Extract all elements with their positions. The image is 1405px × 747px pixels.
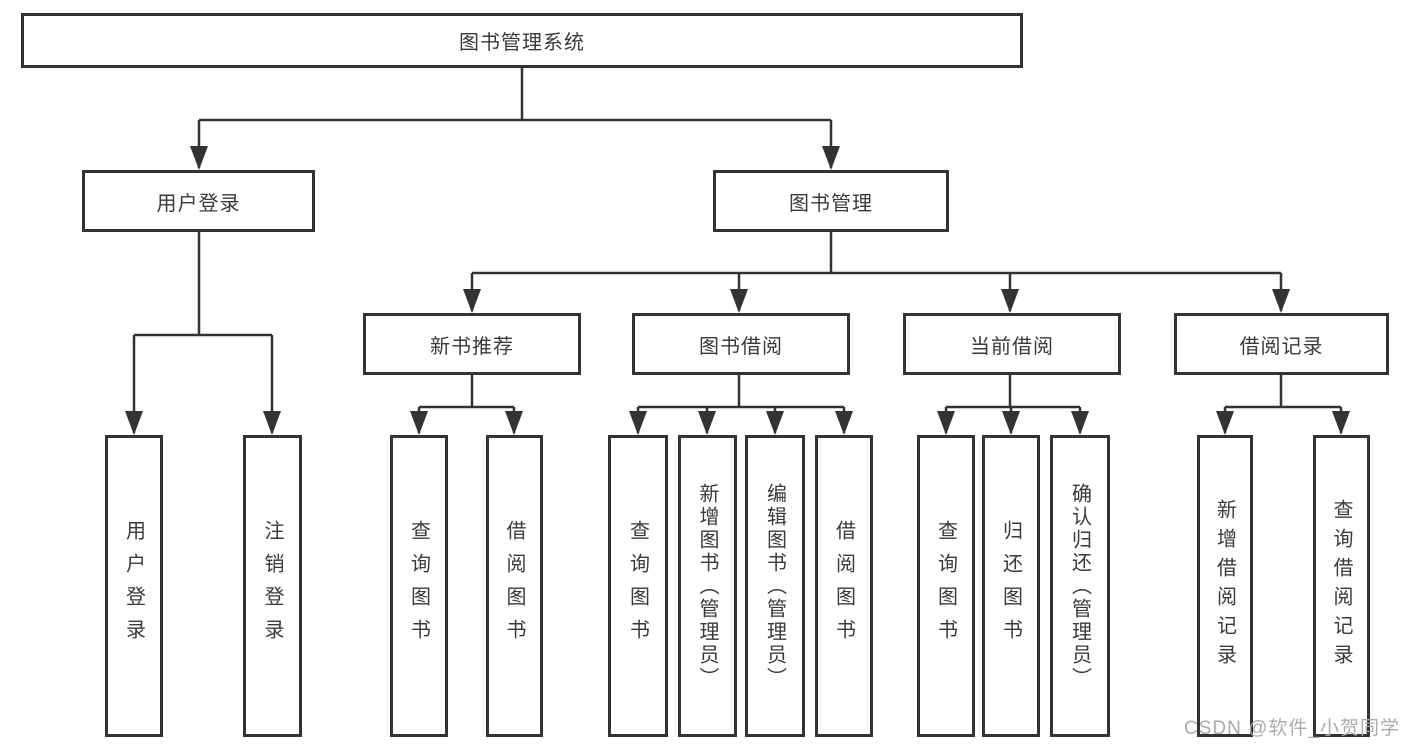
arrowhead-icon <box>505 411 523 435</box>
node-leaf-borrow-books-2: 借阅图书 <box>815 435 873 737</box>
connector-line <box>197 68 833 168</box>
csdn-watermark: CSDN @软件_小贺同学 <box>1184 718 1400 739</box>
connector-line <box>636 375 846 433</box>
connector-line <box>417 375 516 433</box>
node-leaf-query-books-3: 查询图书 <box>917 435 975 737</box>
node-leaf-query-books-2: 查询图书 <box>608 435 668 737</box>
arrowhead-icon <box>822 146 840 170</box>
node-new-book-recommend: 新书推荐 <box>363 313 581 375</box>
node-leaf-add-borrow-record: 新增借阅记录 <box>1197 435 1253 737</box>
arrowhead-icon <box>1001 289 1019 313</box>
arrowhead-icon <box>1071 411 1089 435</box>
connector-line <box>470 232 1283 311</box>
node-book-borrow: 图书借阅 <box>632 313 850 375</box>
arrowhead-icon <box>1332 411 1350 435</box>
arrowhead-icon <box>410 411 428 435</box>
node-leaf-borrow-books-1: 借阅图书 <box>486 435 543 737</box>
node-system-root: 图书管理系统 <box>21 13 1023 68</box>
node-leaf-query-books-1: 查询图书 <box>390 435 448 737</box>
arrowhead-icon <box>698 411 716 435</box>
arrowhead-icon <box>730 289 748 313</box>
arrowhead-icon <box>835 411 853 435</box>
node-leaf-user-login: 用户登录 <box>105 435 163 737</box>
node-current-borrow: 当前借阅 <box>903 313 1121 375</box>
arrowhead-icon <box>1272 289 1290 313</box>
node-leaf-edit-books-admin: 编辑图书（管理员） <box>745 435 805 737</box>
arrowhead-icon <box>937 411 955 435</box>
arrowhead-icon <box>1002 411 1020 435</box>
node-book-management: 图书管理 <box>713 170 949 232</box>
arrowhead-icon <box>190 146 208 170</box>
arrowhead-icon <box>125 411 143 435</box>
arrowhead-icon <box>766 411 784 435</box>
node-user-login: 用户登录 <box>82 170 315 232</box>
arrowhead-icon <box>263 411 281 435</box>
arrowhead-icon <box>629 411 647 435</box>
node-borrow-records: 借阅记录 <box>1174 313 1389 375</box>
connector-line <box>132 232 274 433</box>
node-leaf-logout: 注销登录 <box>243 435 302 737</box>
arrowhead-icon <box>1216 411 1234 435</box>
node-leaf-query-borrow-record: 查询借阅记录 <box>1313 435 1370 737</box>
connector-line <box>1223 375 1343 433</box>
node-leaf-add-books-admin: 新增图书（管理员） <box>678 435 737 737</box>
arrowhead-icon <box>463 289 481 313</box>
node-leaf-return-books: 归还图书 <box>982 435 1040 737</box>
node-leaf-confirm-return-admin: 确认归还（管理员） <box>1050 435 1110 737</box>
